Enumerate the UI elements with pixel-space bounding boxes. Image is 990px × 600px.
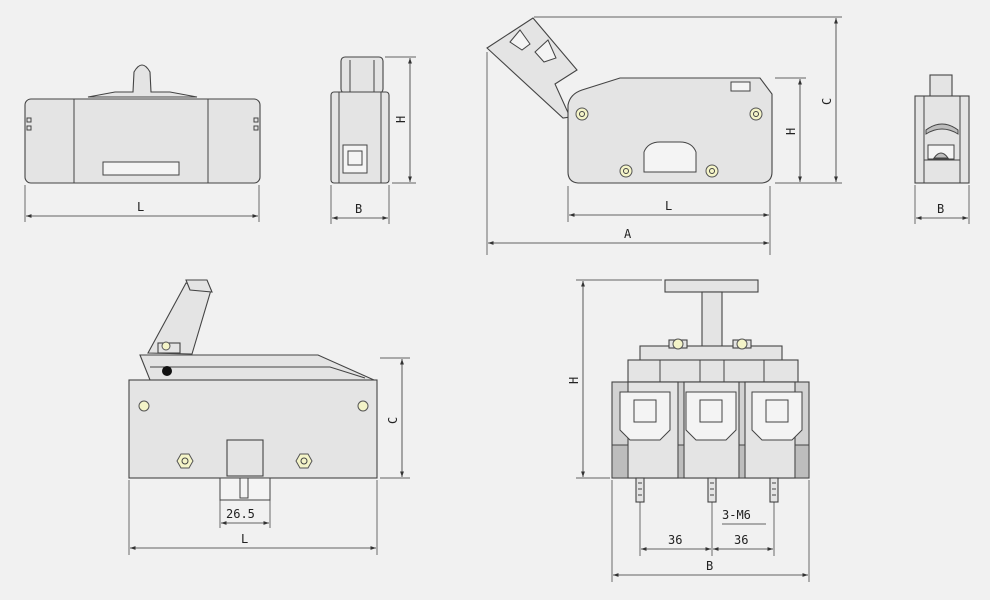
open-total-length-label: A xyxy=(624,227,632,241)
front-view: L xyxy=(24,64,261,222)
lower-right-pitch-left-label: 36 xyxy=(668,533,682,547)
front-length-label: L xyxy=(137,200,144,214)
side-view: H B xyxy=(330,56,416,224)
lower-left-height-label: C xyxy=(386,417,400,424)
lower-right-thread-label: 3-M6 xyxy=(722,508,751,522)
lower-left-spacing-label: 26.5 xyxy=(226,507,255,521)
open-length-label: L xyxy=(665,199,672,213)
end-width-label: B xyxy=(937,202,944,216)
open-total-height-label: C xyxy=(820,98,834,105)
lower-right-view: H 3-M6 36 36 B xyxy=(567,279,810,582)
side-width-label: B xyxy=(355,202,362,216)
side-height-label: H xyxy=(394,116,408,123)
lower-right-width-label: B xyxy=(706,559,713,573)
end-view: B xyxy=(914,74,970,224)
open-view: H C L A xyxy=(486,16,842,255)
lower-right-height-label: H xyxy=(567,377,581,384)
lower-left-view: C 26.5 L xyxy=(128,279,410,555)
lower-left-length-label: L xyxy=(241,532,248,546)
open-height-label: H xyxy=(784,128,798,135)
lower-right-pitch-right-label: 36 xyxy=(734,533,748,547)
